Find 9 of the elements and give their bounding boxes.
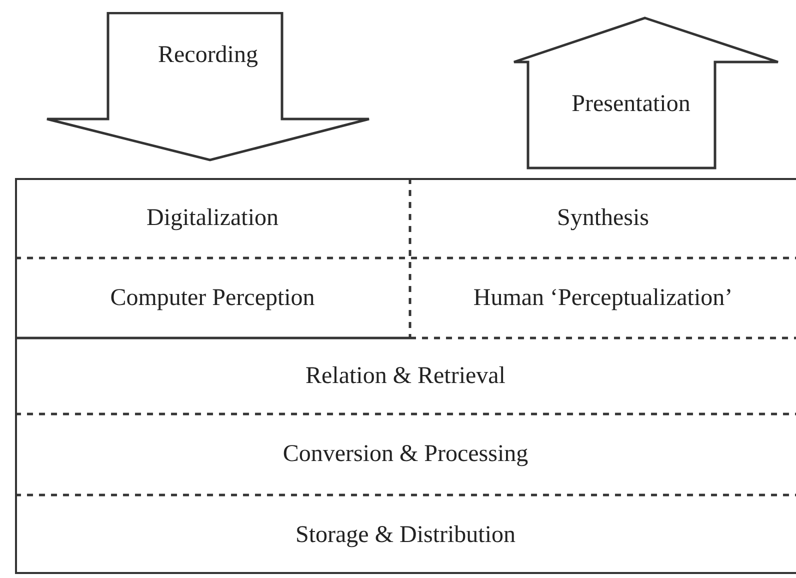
- arrow-label: Recording: [158, 42, 258, 69]
- layer-label: Relation & Retrieval: [306, 362, 506, 390]
- layer-label: Computer Perception: [110, 284, 315, 312]
- layer-label: Storage & Distribution: [296, 522, 516, 548]
- arrow-label: Presentation: [572, 90, 690, 118]
- layer-label: Digitalization: [146, 204, 278, 232]
- layer-label: Human ‘Perceptualization’: [473, 284, 733, 312]
- layer-label: Conversion & Processing: [282, 441, 528, 468]
- layer-label: Synthesis: [556, 204, 649, 232]
